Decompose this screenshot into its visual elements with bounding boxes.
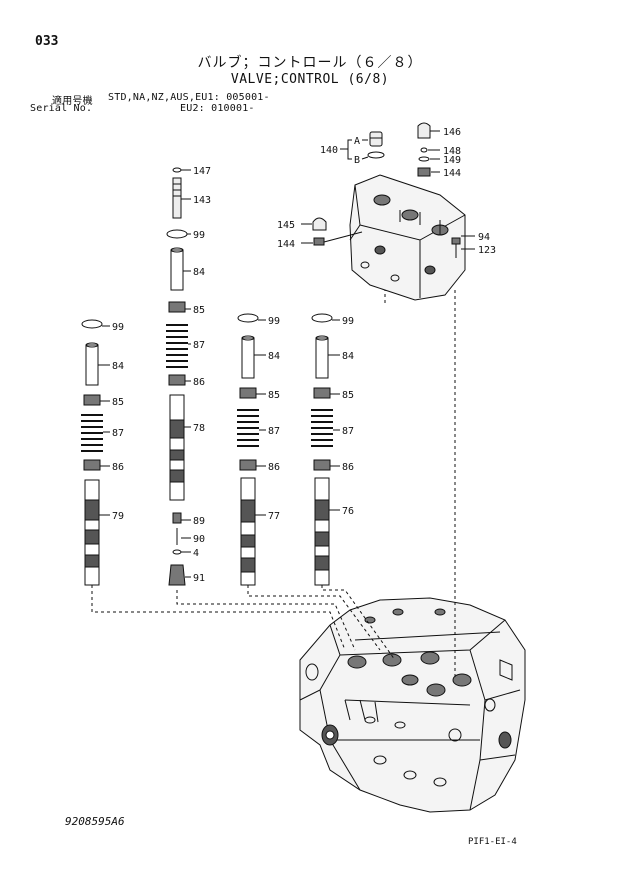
callout-99: 99 xyxy=(342,316,354,327)
callout-78: 78 xyxy=(193,423,205,434)
serial-label: Serial No. xyxy=(30,103,93,114)
callout-99: 99 xyxy=(112,322,124,333)
callout-147: 147 xyxy=(193,166,211,177)
callout-90: 90 xyxy=(193,534,205,545)
callout-76: 76 xyxy=(342,506,354,517)
callout-144: 144 xyxy=(443,168,461,179)
bolts-94-123 xyxy=(451,235,475,258)
callout-87: 87 xyxy=(193,340,205,351)
applicable-models: STD,NA,NZ,AUS,EU1: 005001- xyxy=(108,92,270,103)
spool-assembly-79 xyxy=(81,319,110,586)
callout-99: 99 xyxy=(193,230,205,241)
callout-86: 86 xyxy=(193,377,205,388)
callout-85: 85 xyxy=(193,305,205,316)
callout-148: 148 xyxy=(443,146,461,157)
callout-89: 89 xyxy=(193,516,205,527)
callout-145: 145 xyxy=(277,220,295,231)
callout-84: 84 xyxy=(268,351,280,362)
callout-b: B xyxy=(354,155,360,166)
callout-84: 84 xyxy=(112,361,124,372)
serial-eu2: EU2: 010001- xyxy=(180,103,255,114)
callout-86: 86 xyxy=(342,462,354,473)
callout-a: A xyxy=(354,136,360,147)
callout-84: 84 xyxy=(342,351,354,362)
callout-146: 146 xyxy=(443,127,461,138)
callout-85: 85 xyxy=(268,390,280,401)
spool-assembly-77 xyxy=(237,313,266,586)
drawing-number: 9208595A6 xyxy=(65,815,125,828)
callout-149: 149 xyxy=(443,155,461,166)
callout-85: 85 xyxy=(342,390,354,401)
part-callouts: 146 148 149 144 140 A B 145 144 94 123 1… xyxy=(112,127,496,584)
callout-99: 99 xyxy=(268,316,280,327)
spool-assembly-76 xyxy=(311,313,340,586)
callout-143: 143 xyxy=(193,195,211,206)
cap-145-group xyxy=(301,217,363,246)
callout-144: 144 xyxy=(277,239,295,250)
callout-86: 86 xyxy=(112,462,124,473)
callout-79: 79 xyxy=(112,511,124,522)
pilot-cover xyxy=(349,174,466,301)
callout-4: 4 xyxy=(193,548,199,559)
page-number: 033 xyxy=(35,34,59,49)
plug-140 xyxy=(340,131,385,160)
callout-87: 87 xyxy=(342,426,354,437)
callout-91: 91 xyxy=(193,573,205,584)
title-english: VALVE;CONTROL (6/8) xyxy=(230,72,390,87)
spool-assembly-78 xyxy=(166,167,191,586)
callout-87: 87 xyxy=(112,428,124,439)
cap-plug-group xyxy=(417,122,440,177)
callout-86: 86 xyxy=(268,462,280,473)
valve-body xyxy=(299,597,526,813)
callout-123: 123 xyxy=(478,245,496,256)
callout-84: 84 xyxy=(193,267,205,278)
callout-87: 87 xyxy=(268,426,280,437)
callout-140: 140 xyxy=(320,145,338,156)
applicable-label: 適用号機 xyxy=(52,96,93,107)
assembly-guide-lines xyxy=(91,270,456,680)
title-japanese: バルブ；コントロール（６／８） xyxy=(197,55,423,71)
callout-77: 77 xyxy=(268,511,280,522)
callout-85: 85 xyxy=(112,397,124,408)
callout-94: 94 xyxy=(478,232,490,243)
sheet-code: PIF1-EI-4 xyxy=(468,837,517,847)
